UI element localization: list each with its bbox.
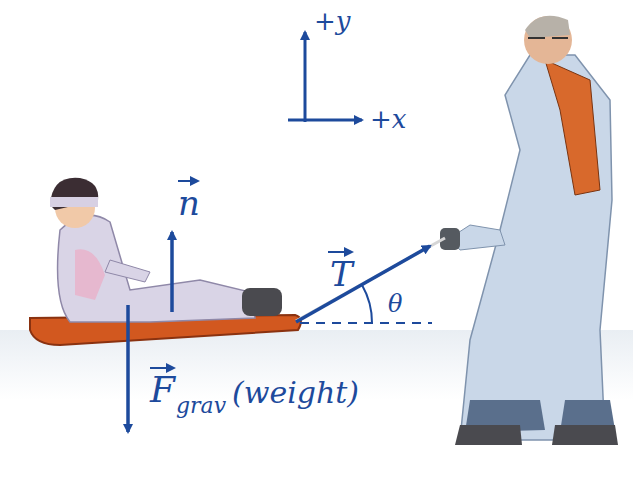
note-label: (weight) (232, 378, 359, 408)
force-label: F (150, 372, 175, 408)
man (440, 16, 618, 445)
force-vectors (128, 181, 432, 432)
axis-label: +x (370, 106, 406, 132)
axes (288, 32, 362, 122)
angle-label: θ (388, 292, 402, 316)
force-label: n (178, 186, 200, 220)
force-label: T (330, 257, 353, 291)
subscript-label: grav (176, 395, 226, 417)
child (50, 178, 282, 322)
axis-label: +y (314, 8, 350, 34)
